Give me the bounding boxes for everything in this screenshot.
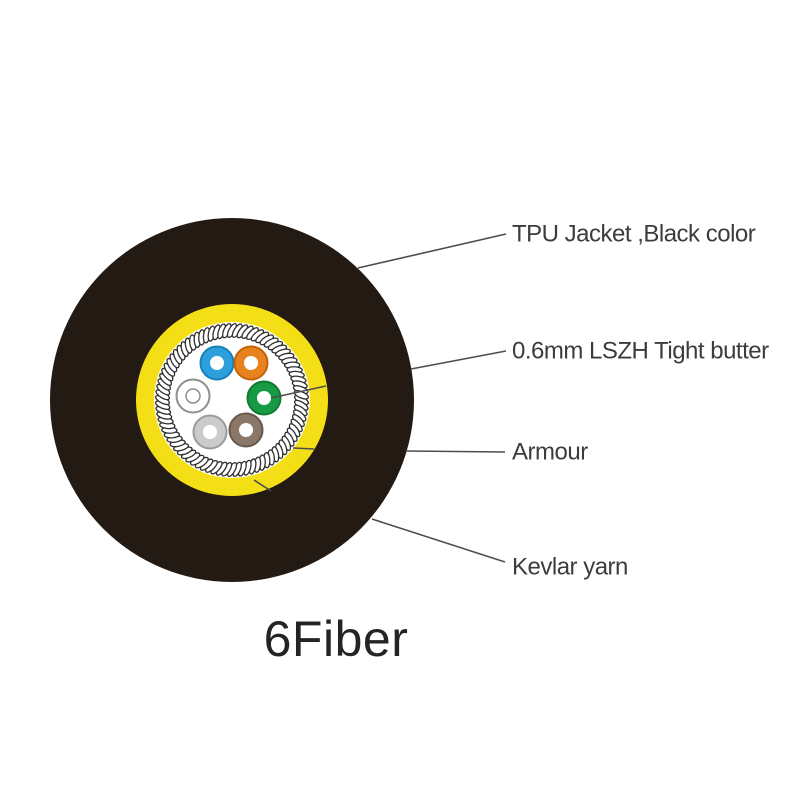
- armour-leader-line-inner: [292, 447, 315, 450]
- label-tpu-jacket: TPU Jacket ,Black color: [512, 221, 756, 248]
- figure-title: 6Fiber: [264, 611, 409, 667]
- kevlar-leader-line-inner: [253, 479, 272, 492]
- label-lszh-buffer: 0.6mm LSZH Tight butter: [512, 338, 769, 365]
- fiber-bundle: [175, 345, 282, 450]
- callout-labels: TPU Jacket ,Black color 0.6mm LSZH Tight…: [512, 221, 770, 581]
- leader-lines: [253, 233, 507, 563]
- label-armour: Armour: [512, 439, 588, 466]
- kevlar-leader-line-outer: [371, 518, 506, 563]
- fiber-blue: [199, 345, 235, 381]
- fiber-brown-core: [239, 423, 253, 437]
- fiber-green: [246, 380, 282, 416]
- fiber-blue-core: [210, 356, 224, 370]
- fiber-white: [175, 378, 211, 414]
- fiber-white-core: [185, 388, 201, 404]
- fiber-gray: [192, 414, 228, 450]
- fiber-green-core: [257, 391, 271, 405]
- lszh-buffer-leader-line-outer: [410, 350, 507, 370]
- fiber-gray-core: [203, 425, 217, 439]
- armour-leader-line-outer: [405, 450, 506, 453]
- lszh-buffer-leader-line-inner: [270, 385, 327, 399]
- fiber-orange-core: [244, 356, 258, 370]
- fiber-brown: [228, 412, 264, 448]
- tpu-jacket-leader-line: [357, 233, 507, 269]
- fiber-orange: [233, 345, 269, 381]
- label-kevlar-yarn: Kevlar yarn: [512, 554, 628, 581]
